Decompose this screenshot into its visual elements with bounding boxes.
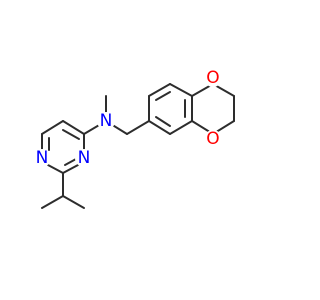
- bond-ch-me2: [62, 195, 85, 209]
- bond-ar-c5-c6: [169, 120, 193, 135]
- bond-ch2-ar: [126, 120, 150, 135]
- atom-labels: N N N O O: [33, 68, 222, 168]
- pyrimidine-n1: N: [33, 148, 51, 168]
- atom-label-n-amine: N: [100, 111, 113, 131]
- molecule-structure: N N N O O: [33, 68, 235, 209]
- atom-label-n3: N: [78, 148, 91, 168]
- bond-c4-c5-inner: [62, 129, 80, 140]
- bond-ar-c2-c3: [148, 83, 171, 97]
- bond-n1-c2: [47, 164, 64, 174]
- bond-ch-me1: [41, 195, 64, 209]
- atom-label-o1: O: [206, 68, 219, 88]
- bond-ar-c3-c4: [169, 83, 193, 97]
- bond-c5-c6: [41, 120, 64, 135]
- dioxane-o2: O: [204, 129, 222, 149]
- bond-ar-c6-c1: [148, 120, 171, 135]
- bond-c2-n3: [62, 164, 79, 174]
- atom-label-n1: N: [36, 148, 49, 168]
- amine-nitrogen: N: [97, 111, 115, 131]
- bond-c4-c5: [62, 120, 85, 135]
- bond-ar-c6-c1-inner: [155, 116, 171, 127]
- atom-label-o2: O: [206, 129, 219, 149]
- structure-canvas: N N N O O: [33, 68, 235, 209]
- bonds: [41, 83, 235, 209]
- dioxane-o1: O: [204, 68, 222, 88]
- bond-c2-n3-inner: [64, 158, 77, 166]
- pyrimidine-n3: N: [75, 148, 93, 168]
- bond-ar-c2-c3-inner: [155, 91, 171, 101]
